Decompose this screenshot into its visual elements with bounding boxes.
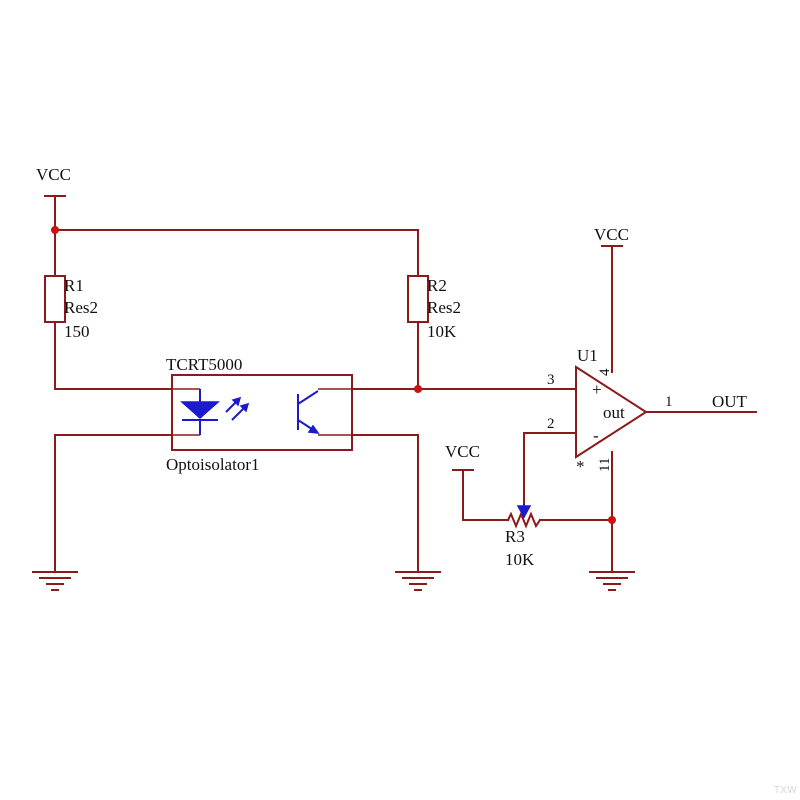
- vcc-label-1: VCC: [36, 165, 71, 184]
- resistor-r2: R2 Res2 10K: [407, 275, 461, 341]
- wires: [54, 195, 757, 573]
- resistor-r1-body: [44, 275, 66, 323]
- arrow-1-head: [231, 396, 242, 407]
- wire-r1-bottom: [54, 321, 173, 390]
- transistor-emitter-arrow: [307, 424, 320, 434]
- vcc-label-2: VCC: [594, 225, 629, 244]
- junction-opamp-gnd: [608, 516, 616, 524]
- vcc-symbol-2: VCC: [594, 225, 629, 247]
- arrow-2-head: [239, 402, 250, 413]
- r2-type: Res2: [427, 298, 461, 317]
- op-amp-triangle: [575, 365, 648, 459]
- u1-pin-4: 4: [597, 368, 613, 376]
- u1-out-label: out: [603, 403, 625, 422]
- vcc-symbol-3: VCC: [445, 442, 480, 471]
- ground-3-lines: [589, 571, 635, 591]
- transistor-collector: [297, 390, 319, 405]
- r3-ref: R3: [505, 527, 525, 546]
- out-net-label: OUT: [712, 392, 748, 411]
- r2-ref: R2: [427, 276, 447, 295]
- watermark: TXW: [773, 785, 797, 796]
- u1-pin-11: 11: [597, 458, 613, 472]
- r1-ref: R1: [64, 276, 84, 295]
- r3-value: 10K: [505, 550, 535, 569]
- wire-vcc3-pot: [462, 469, 509, 521]
- u1-plus-sign: +: [592, 380, 602, 399]
- opto-part-label: TCRT5000: [166, 355, 242, 374]
- r1-value: 150: [64, 322, 90, 341]
- resistor-r2-body: [407, 275, 429, 323]
- junction-top-left: [51, 226, 59, 234]
- u1-pin-3: 3: [547, 372, 555, 388]
- r1-type: Res2: [64, 298, 98, 317]
- vcc-symbol-1: VCC: [36, 165, 71, 197]
- ground-symbol-1: [32, 571, 78, 591]
- u1-star-mark: *: [576, 457, 585, 476]
- phototransistor-icon: [297, 388, 352, 436]
- junction-r2-node: [414, 385, 422, 393]
- wire-pin2-wiper: [523, 432, 577, 511]
- pot-wiper-arrow: [516, 505, 532, 519]
- pot-zigzag: [506, 511, 542, 529]
- u1-pin-2: 2: [547, 416, 555, 432]
- wire-led-gnd: [54, 434, 173, 573]
- u1-ref: U1: [577, 346, 598, 365]
- resistor-r1: R1 Res2 150: [44, 275, 98, 341]
- ground-symbol-3: [589, 571, 635, 591]
- vcc-label-3: VCC: [445, 442, 480, 461]
- op-amp-u1: U1 out + - * 3 2 1 4 11: [547, 346, 673, 476]
- light-arrows-icon: [225, 396, 250, 421]
- potentiometer-r3: R3 10K: [505, 504, 542, 569]
- ground-1-lines: [32, 571, 78, 591]
- opto-ref-label: Optoisolator1: [166, 455, 260, 474]
- ground-symbol-2: [395, 571, 441, 591]
- optoisolator: TCRT5000 Optoisolator1: [166, 355, 353, 474]
- r2-value: 10K: [427, 322, 457, 341]
- ground-2-lines: [395, 571, 441, 591]
- u1-pin-1: 1: [665, 394, 673, 410]
- u1-minus-sign: -: [593, 426, 599, 445]
- led-icon: [172, 388, 220, 436]
- led-triangle: [180, 401, 220, 420]
- wire-emitter-gnd: [351, 434, 419, 573]
